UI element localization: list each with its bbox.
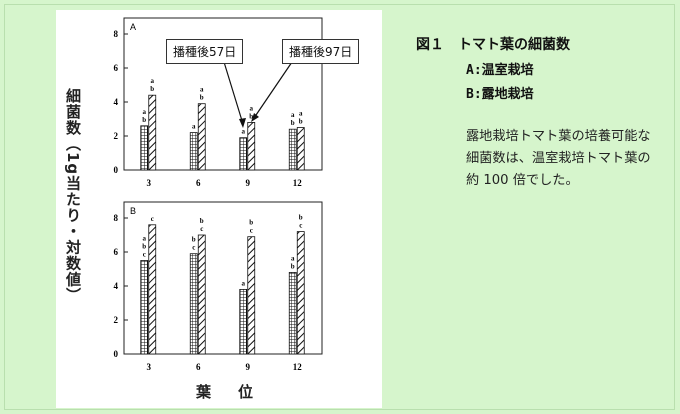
significance-letter: b <box>291 262 295 270</box>
significance-letter: a <box>192 123 196 131</box>
chart-panel <box>56 10 382 408</box>
significance-letter: a <box>299 110 303 118</box>
significance-letter: b <box>200 94 204 102</box>
figure-caption: 図１ トマト葉の細菌数 A:温室栽培 B:露地栽培 <box>416 34 570 102</box>
bar <box>247 236 256 355</box>
bar <box>296 127 305 171</box>
significance-letter: b <box>249 112 253 120</box>
significance-letter: a <box>242 279 246 287</box>
callout-arrowhead-57 <box>239 118 246 128</box>
callout-day57: 播種後57日 <box>166 39 244 64</box>
bar <box>239 288 248 355</box>
y-tick-label: 2 <box>114 131 119 141</box>
bar <box>140 260 149 355</box>
x-tick-label: 3 <box>147 362 152 372</box>
significance-letter: a <box>291 254 295 262</box>
bar <box>189 132 198 171</box>
significance-letter: b <box>142 243 146 251</box>
x-axis-label: 葉 位 <box>196 383 260 401</box>
bar <box>148 94 157 171</box>
y-tick-label: 0 <box>114 165 119 175</box>
y-tick-label: 8 <box>114 213 119 223</box>
significance-letter: c <box>192 244 195 252</box>
callout-arrow-57 <box>223 61 244 125</box>
x-tick-label: 9 <box>246 178 251 188</box>
significance-letter: a <box>200 86 204 94</box>
figure-title: 図１ トマト葉の細菌数 <box>416 37 570 53</box>
panel-label: A <box>130 22 136 32</box>
significance-letter: c <box>200 225 203 233</box>
plot-frame <box>123 201 323 355</box>
bar <box>197 234 206 355</box>
bar <box>296 231 305 355</box>
significance-letter: b <box>150 85 154 93</box>
x-tick-label: 6 <box>196 178 201 188</box>
x-tick-label: 9 <box>246 362 251 372</box>
significance-letter: b <box>291 119 295 127</box>
bar <box>288 271 297 355</box>
significance-letter: a <box>151 77 155 85</box>
bar <box>197 103 206 171</box>
significance-letter: b <box>299 118 303 126</box>
figure-description: 露地栽培トマト葉の培養可能な細菌数は、温室栽培トマト葉の約 100 倍でした。 <box>466 129 651 188</box>
bar <box>148 224 157 355</box>
significance-letter: c <box>250 227 253 235</box>
bar <box>189 253 198 355</box>
subtitle-a: A:温室栽培 <box>466 63 534 78</box>
x-tick-label: 12 <box>293 362 303 372</box>
callout-day97: 播種後97日 <box>282 39 360 64</box>
significance-letter: b <box>200 217 204 225</box>
significance-letter: c <box>299 222 302 230</box>
x-tick-label: 12 <box>293 178 303 188</box>
significance-letter: a <box>143 108 147 116</box>
significance-letter: b <box>142 116 146 124</box>
callout-arrowhead-97 <box>251 113 259 122</box>
y-axis-label: 細菌数（1g当たり・対数値） <box>64 88 82 304</box>
y-tick-label: 6 <box>114 247 119 257</box>
y-tick-label: 0 <box>114 349 119 359</box>
bar <box>239 137 248 171</box>
significance-letter: c <box>143 251 146 259</box>
significance-letter: b <box>192 236 196 244</box>
significance-letter: c <box>151 215 154 223</box>
significance-letter: b <box>249 219 253 227</box>
y-tick-label: 2 <box>114 315 119 325</box>
significance-letter: a <box>250 104 254 112</box>
plot-frame <box>123 17 323 171</box>
y-tick-label: 4 <box>114 281 119 291</box>
subtitle-b: B:露地栽培 <box>466 87 534 102</box>
significance-letter: a <box>143 235 147 243</box>
panel-label: B <box>130 206 136 216</box>
y-tick-label: 8 <box>114 29 119 39</box>
x-tick-label: 6 <box>196 362 201 372</box>
bar <box>288 128 297 171</box>
y-tick-label: 4 <box>114 97 119 107</box>
x-tick-label: 3 <box>147 178 152 188</box>
significance-letter: a <box>291 111 295 119</box>
bar <box>140 125 149 171</box>
callout-arrow-97 <box>253 61 293 119</box>
y-tick-label: 6 <box>114 63 119 73</box>
bar <box>247 122 256 171</box>
significance-letter: a <box>242 128 246 136</box>
significance-letter: b <box>299 214 303 222</box>
